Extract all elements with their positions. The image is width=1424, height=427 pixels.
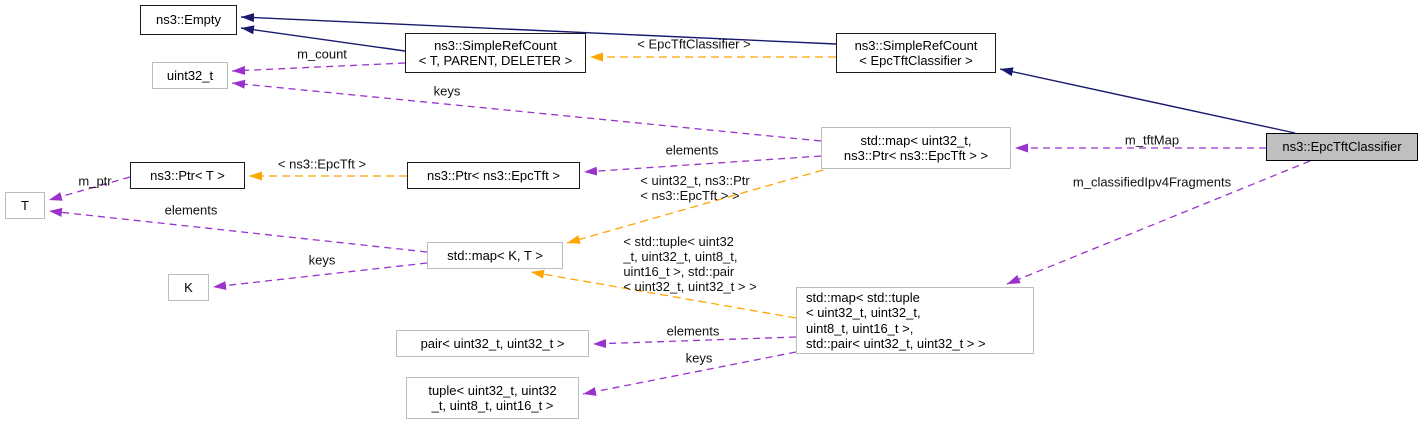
edge-label-usage-elements-pair: elements bbox=[666, 323, 720, 339]
node-simple-ref-count-t[interactable]: ns3::SimpleRefCount < T, PARENT, DELETER… bbox=[405, 33, 586, 73]
edge-label-usage-m-count: m_count bbox=[297, 46, 347, 62]
edge-label-usage-keys-k: keys bbox=[308, 252, 336, 268]
edge-inherit-classifier-to-simplerefcount-epc-arrow bbox=[999, 67, 1296, 134]
edge-usage-m-classifiedipv4fragments-arrow bbox=[1006, 160, 1311, 285]
edge-label-usage-elements-ptr: elements bbox=[665, 142, 719, 158]
edge-template-map-uint32-arrow bbox=[566, 169, 824, 244]
node-ptr-epctft[interactable]: ns3::Ptr< ns3::EpcTft > bbox=[407, 162, 580, 189]
edge-label-template-ptr-epctft: < ns3::EpcTft > bbox=[277, 156, 367, 172]
edge-label-template-simplerefcount-epc: < EpcTftClassifier > bbox=[637, 36, 751, 52]
node-t[interactable]: T bbox=[5, 192, 45, 219]
edge-usage-elements-t-arrow bbox=[48, 207, 428, 253]
edge-usage-keys-uint32-arrow bbox=[231, 79, 822, 142]
edge-label-usage-m-classifiedipv4fragments: m_classifiedIpv4Fragments bbox=[1072, 174, 1232, 190]
edge-inherit-simplerefcount-t-to-empty-arrow bbox=[240, 25, 406, 52]
edge-label-template-map-tuple: < std::tuple< uint32 _t, uint32_t, uint8… bbox=[623, 234, 757, 294]
node-pair-uint32-uint32[interactable]: pair< uint32_t, uint32_t > bbox=[396, 330, 589, 357]
edge-label-usage-keys-tuple: keys bbox=[685, 350, 713, 366]
node-k[interactable]: K bbox=[168, 274, 209, 301]
node-empty[interactable]: ns3::Empty bbox=[140, 5, 237, 35]
edge-usage-elements-pair-arrow bbox=[592, 336, 797, 349]
edge-label-usage-keys-uint32: keys bbox=[433, 83, 461, 99]
edge-label-usage-m-ptr: m_ptr bbox=[78, 173, 112, 189]
edge-label-template-map-uint32: < uint32_t, ns3::Ptr < ns3::EpcTft > > bbox=[640, 173, 750, 203]
edge-usage-m-ptr-arrow bbox=[48, 176, 131, 201]
edge-template-map-tuple-arrow bbox=[530, 269, 797, 319]
node-tuple-uint32[interactable]: tuple< uint32_t, uint32 _t, uint8_t, uin… bbox=[406, 377, 579, 419]
edge-inherit-simplerefcount-epc-to-empty-arrow bbox=[240, 13, 837, 45]
node-epc-tft-classifier: ns3::EpcTftClassifier bbox=[1266, 133, 1418, 161]
edge-label-usage-elements-t: elements bbox=[164, 202, 218, 218]
edge-usage-elements-ptr-arrow bbox=[583, 155, 822, 176]
edge-usage-m-count-arrow bbox=[231, 62, 406, 75]
node-ptr-t[interactable]: ns3::Ptr< T > bbox=[130, 162, 245, 189]
node-simple-ref-count-epctftclassifier[interactable]: ns3::SimpleRefCount < EpcTftClassifier > bbox=[836, 33, 996, 73]
node-map-tuple-pair[interactable]: std::map< std::tuple < uint32_t, uint32_… bbox=[796, 287, 1034, 354]
node-uint32-t[interactable]: uint32_t bbox=[152, 62, 228, 89]
node-map-uint32-ptr-epctft[interactable]: std::map< uint32_t, ns3::Ptr< ns3::EpcTf… bbox=[821, 127, 1011, 169]
edge-label-usage-m-tftmap: m_tftMap bbox=[1124, 132, 1180, 148]
node-map-k-t[interactable]: std::map< K, T > bbox=[427, 242, 563, 269]
edge-usage-keys-tuple-arrow bbox=[582, 351, 797, 396]
